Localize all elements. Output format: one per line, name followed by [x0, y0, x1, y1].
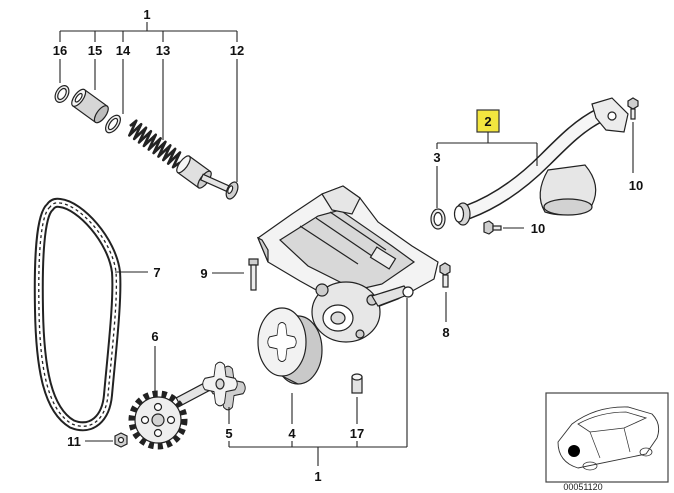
part-10-bolt-bracket: [627, 97, 639, 120]
inset-caption: 00051120: [563, 482, 602, 492]
part-9-bolt: [248, 258, 259, 291]
part-12-plug-bolt: [199, 173, 239, 200]
callout-2[interactable]: 2: [484, 114, 491, 129]
bottom-callout-bracket: [228, 298, 408, 466]
part-5-inner-rotor-shaft: [175, 361, 246, 411]
part-16-sealing-ring: [54, 85, 70, 103]
part-2-oil-pickup-strainer: [453, 97, 629, 226]
callout-1-top[interactable]: 1: [143, 7, 150, 22]
vehicle-position-thumbnail: [545, 392, 669, 483]
part-6-sprocket: [128, 390, 188, 450]
part-8-bolt: [439, 262, 451, 288]
callout-1-bottom[interactable]: 1: [314, 469, 321, 484]
callout-15[interactable]: 15: [88, 43, 102, 58]
part-13-pressure-spring: [128, 119, 182, 169]
callout-5[interactable]: 5: [225, 426, 232, 441]
part-10-bolt-flange: [483, 220, 502, 235]
part-7-drive-chain: [33, 197, 122, 432]
callout-6[interactable]: 6: [151, 329, 158, 344]
callout-2-box[interactable]: 2: [476, 109, 500, 133]
callout-14[interactable]: 14: [116, 43, 131, 58]
callout-16[interactable]: 16: [53, 43, 67, 58]
callout-13[interactable]: 13: [156, 43, 170, 58]
top-callout-bracket: [59, 22, 238, 182]
callout-11[interactable]: 11: [67, 434, 81, 449]
pickup-callout-bracket: [436, 132, 538, 208]
part-4-outer-rotor: [257, 307, 323, 385]
callout-7[interactable]: 7: [153, 265, 160, 280]
part-14-ring: [105, 114, 121, 134]
part-11-nut: [114, 432, 128, 448]
part-3-o-ring: [430, 208, 446, 230]
callout-10-top[interactable]: 10: [629, 178, 643, 193]
part-17-dowel-pin: [351, 373, 363, 394]
oil-pump-housing: [256, 185, 439, 343]
callout-9[interactable]: 9: [200, 266, 207, 281]
callout-3[interactable]: 3: [433, 150, 440, 165]
component-location-marker: [568, 445, 580, 457]
callout-12[interactable]: 12: [230, 43, 244, 58]
callout-4[interactable]: 4: [288, 426, 296, 441]
callout-10-mid[interactable]: 10: [531, 221, 545, 236]
part-15-bushing: [71, 88, 109, 124]
callout-17[interactable]: 17: [350, 426, 364, 441]
car-outline: [557, 406, 660, 469]
callout-8[interactable]: 8: [442, 325, 449, 340]
car-windows: [577, 411, 648, 433]
